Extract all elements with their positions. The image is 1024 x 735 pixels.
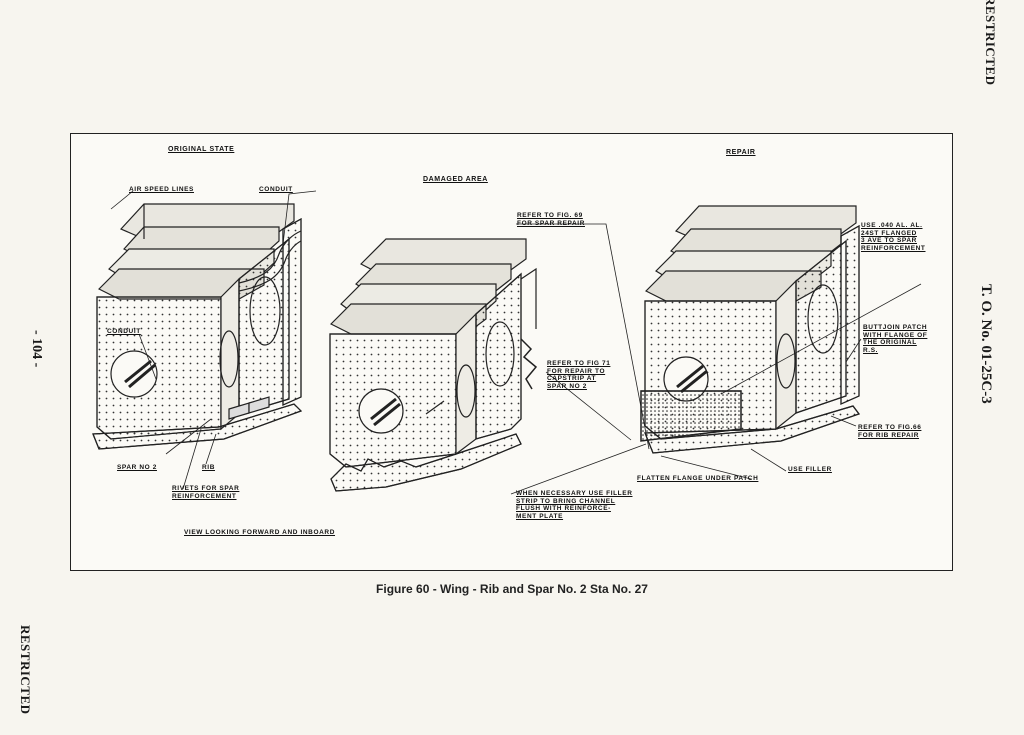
use-filler-label: Use Filler xyxy=(788,466,832,473)
buttjoin-patch-label: Buttjoin Patch with Flange of the Origin… xyxy=(863,324,928,354)
air-speed-lines-label: Air Speed Lines xyxy=(129,186,194,193)
when-necessary-label: When Necessary Use Filler Strip to Bring… xyxy=(516,490,633,520)
wing-rib-spar-illustration xyxy=(92,190,922,495)
original-state-title: Original State xyxy=(168,146,235,153)
use-040-label: Use .040 al. al. 24ST Flanged 3 Ave to S… xyxy=(861,222,926,252)
refer-fig71-label: Refer to Fig 71 for Repair to Capstrip a… xyxy=(547,360,611,390)
figure-frame: Original State Damaged Area Repair Air S… xyxy=(70,133,953,571)
damaged-area-title: Damaged Area xyxy=(423,176,488,183)
technical-order-number: T. O. No. 01-25C-3 xyxy=(978,284,994,404)
view-direction-label: View Looking Forward and Inboard xyxy=(184,529,336,536)
refer-fig69-label: Refer to Fig. 69 for Spar Repair xyxy=(517,212,585,227)
restricted-marking-top: RESTRICTED xyxy=(983,0,998,86)
repair-assembly xyxy=(640,205,860,454)
page-number: - 104 - xyxy=(29,330,44,368)
conduit-label-mid: Conduit xyxy=(107,328,141,335)
rib-label: Rib xyxy=(202,464,215,471)
conduit-label-top: Conduit xyxy=(259,186,293,193)
repair-title: Repair xyxy=(726,149,756,156)
restricted-marking-bottom: RESTRICTED xyxy=(18,625,33,715)
figure-caption: Figure 60 - Wing - Rib and Spar No. 2 St… xyxy=(376,582,648,596)
damaged-area-assembly xyxy=(329,238,538,492)
refer-fig66-label: Refer to Fig.66 for Rib Repair xyxy=(858,424,922,439)
original-state-assembly xyxy=(92,203,303,450)
flatten-flange-label: Flatten Flange Under Patch xyxy=(637,475,759,482)
rivets-label: Rivets for Spar Reinforcement xyxy=(172,485,240,500)
leader-lines xyxy=(110,190,922,495)
spar-no2-label: Spar No 2 xyxy=(117,464,157,471)
